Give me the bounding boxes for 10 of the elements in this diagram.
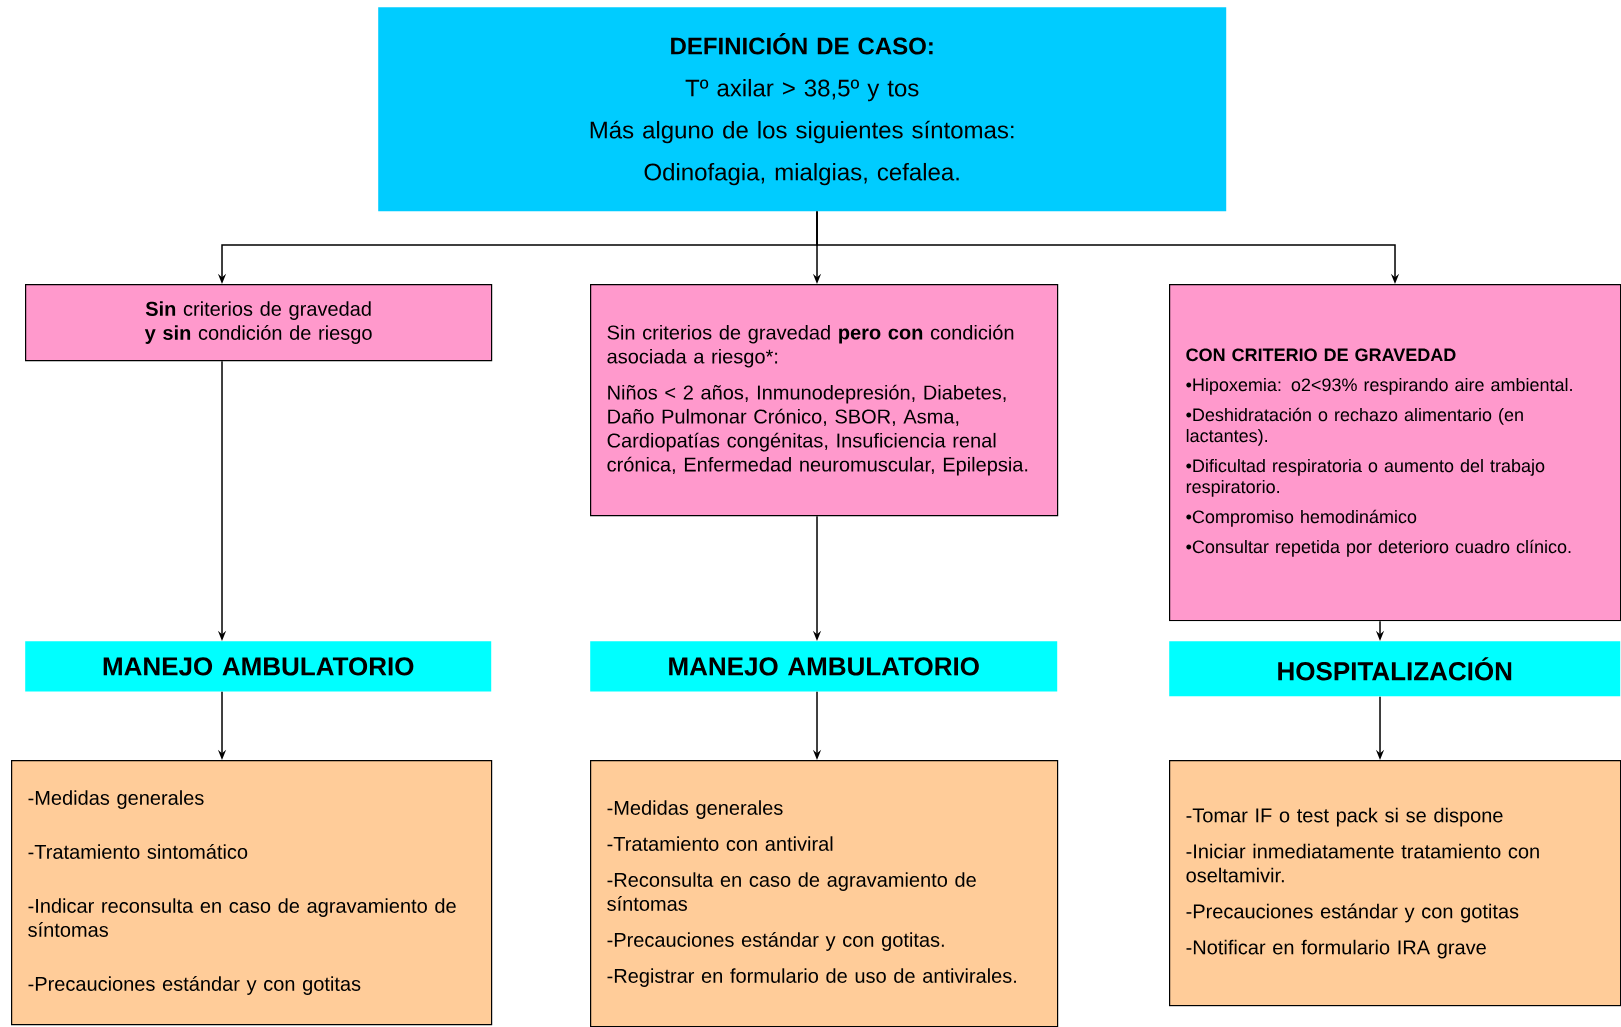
action-box: -Medidas generales -Tratamiento con antiviral -Reconsulta en caso de agravamiento de síntomas -Precauciones estándar y con gotitas. -Registrar en formulario de uso de antivirales. — [590, 760, 1059, 1027]
management-banner: MANEJO AMBULATORIO — [590, 641, 1058, 692]
action-box: -Medidas generales -Tratamiento sintomático -Indicar reconsulta en caso de agravamiento de síntomas -Precauciones estándar y con gotitas — [11, 760, 493, 1026]
definition-box: DEFINICIÓN DE CASO: Tº axilar > 38,5º y tos Más alguno de los siguientes síntomas: Odinofagia, mialgias, cefalea. — [378, 7, 1227, 212]
action-box: -Tomar IF o test pack si se dispone -Iniciar inmediatamente tratamiento con oseltamivir. -Precauciones estándar y con gotitas -Notificar en formulario IRA grave — [1169, 760, 1621, 1007]
management-banner: HOSPITALIZACIÓN — [1169, 641, 1621, 697]
criteria-box: CON CRITERIO DE GRAVEDAD •Hipoxemia: o2<93% respirando aire ambiental. •Deshidratación o rechazo alimentario (en lactantes). •Dificultad respiratoria o aumento del trabajo respiratorio. •Compromiso hemodinámico •Consultar repetida por deterioro cuadro clínico. — [1169, 284, 1621, 622]
criteria-box: Sin criterios de gravedad y sin condición de riesgo — [25, 284, 493, 362]
criteria-box: Sin criterios de gravedad pero con condición asociada a riesgo*: Niños < 2 años, Inmunodepresión, Diabetes, Daño Pulmonar Crónico, SBOR, Asma, Cardiopatías congénitas, Insuficiencia renal crónica, Enfermedad neuromuscular, Epilepsia. — [590, 284, 1059, 517]
management-banner: MANEJO AMBULATORIO — [25, 641, 492, 692]
